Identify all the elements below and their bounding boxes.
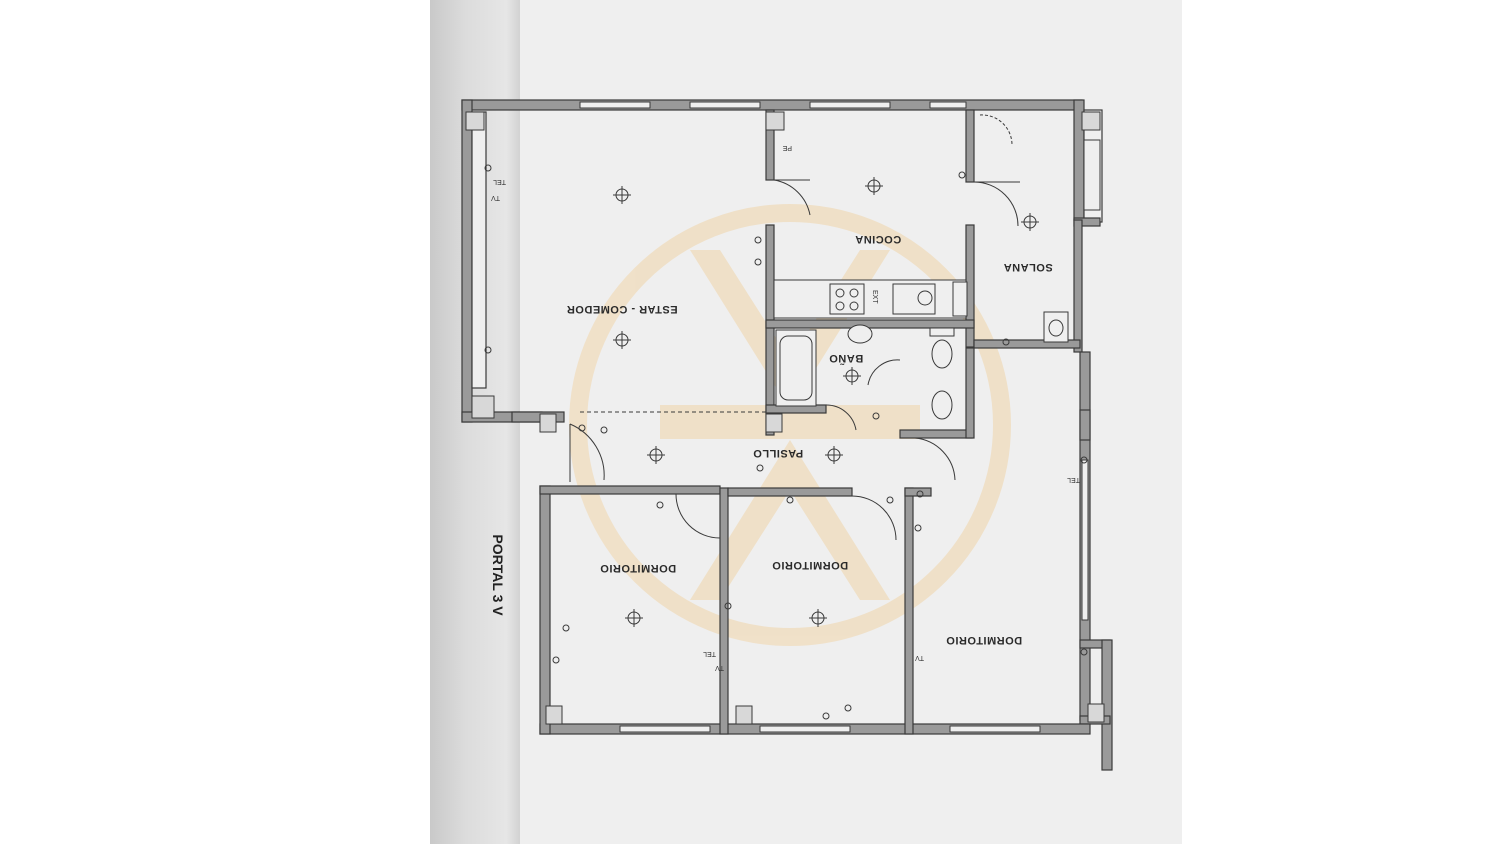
tel-label-2: TEL	[703, 650, 716, 657]
ext-label: EXT	[871, 290, 878, 304]
tv-label-1: TV	[491, 194, 500, 201]
room-label-pasillo: PASILLO	[753, 447, 803, 459]
columns	[465, 111, 1105, 725]
room-label-dormitorio-3: DORMITORIO	[946, 634, 1022, 646]
room-label-dormitorio-1: DORMITORIO	[600, 562, 676, 574]
fixture-labels: TEL TV PE EXT TEL TV TV TEL	[491, 144, 1080, 671]
tel-label-3: TEL	[1067, 476, 1080, 483]
room-label-solana: SOLANA	[1003, 261, 1052, 273]
room-label-cocina: COCINA	[855, 233, 901, 245]
switches-sockets	[484, 164, 1088, 720]
room-label-bano: BAÑO	[829, 352, 863, 365]
pe-label: PE	[782, 144, 792, 151]
windows	[579, 101, 1101, 733]
bathroom-fixtures	[775, 311, 1069, 420]
tv-label-3: TV	[915, 654, 924, 661]
tel-label-1: TEL	[493, 178, 506, 185]
kitchen-counter	[773, 279, 968, 319]
portal-label: PORTAL 3 V	[490, 534, 506, 616]
room-label-dormitorio-2: DORMITORIO	[772, 559, 848, 571]
room-labels: ESTAR - COMEDOR COCINA SOLANA BAÑO PASIL…	[566, 233, 1052, 646]
doors	[569, 114, 1020, 541]
room-label-estar-comedor: ESTAR - COMEDOR	[566, 303, 677, 315]
tv-label-2: TV	[715, 664, 724, 671]
ceiling-lights	[613, 177, 1039, 627]
